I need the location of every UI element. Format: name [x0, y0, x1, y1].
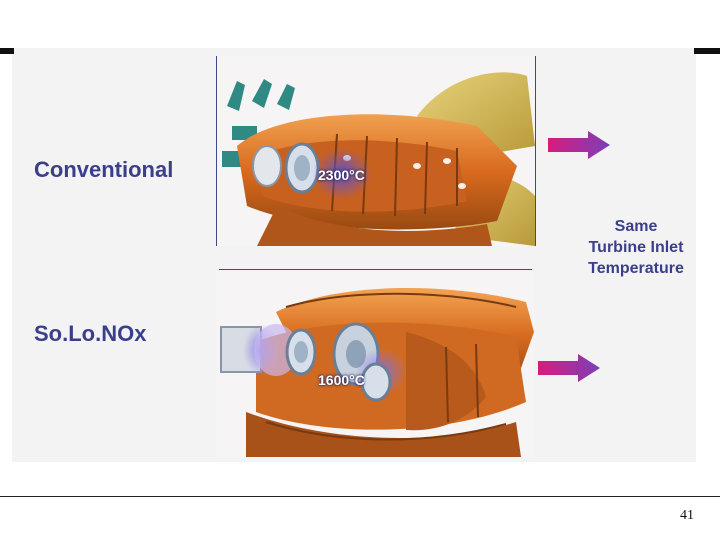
side-note-line: Same	[614, 218, 658, 235]
solonox-label: So.Lo.NOx	[34, 321, 147, 346]
right-arrow-icon	[538, 354, 600, 382]
side-note-line: Temperature	[588, 260, 684, 277]
solonox-temperature: 1600°C	[318, 372, 365, 388]
footer-rule	[0, 496, 720, 497]
same-turbine-inlet-temperature-note: Same Turbine Inlet Temperature	[568, 216, 704, 279]
conventional-label: Conventional	[34, 157, 174, 182]
corner-tick-right	[694, 48, 720, 54]
page-number: 41	[680, 508, 694, 523]
conventional-temperature: 2300°C	[318, 167, 365, 183]
conventional-combustor-image	[216, 56, 536, 246]
image-divider	[219, 269, 532, 270]
right-arrow-icon	[548, 131, 610, 159]
corner-tick-left	[0, 48, 14, 54]
solonox-combustor-image	[216, 272, 534, 457]
side-note-line: Turbine Inlet	[588, 239, 684, 256]
